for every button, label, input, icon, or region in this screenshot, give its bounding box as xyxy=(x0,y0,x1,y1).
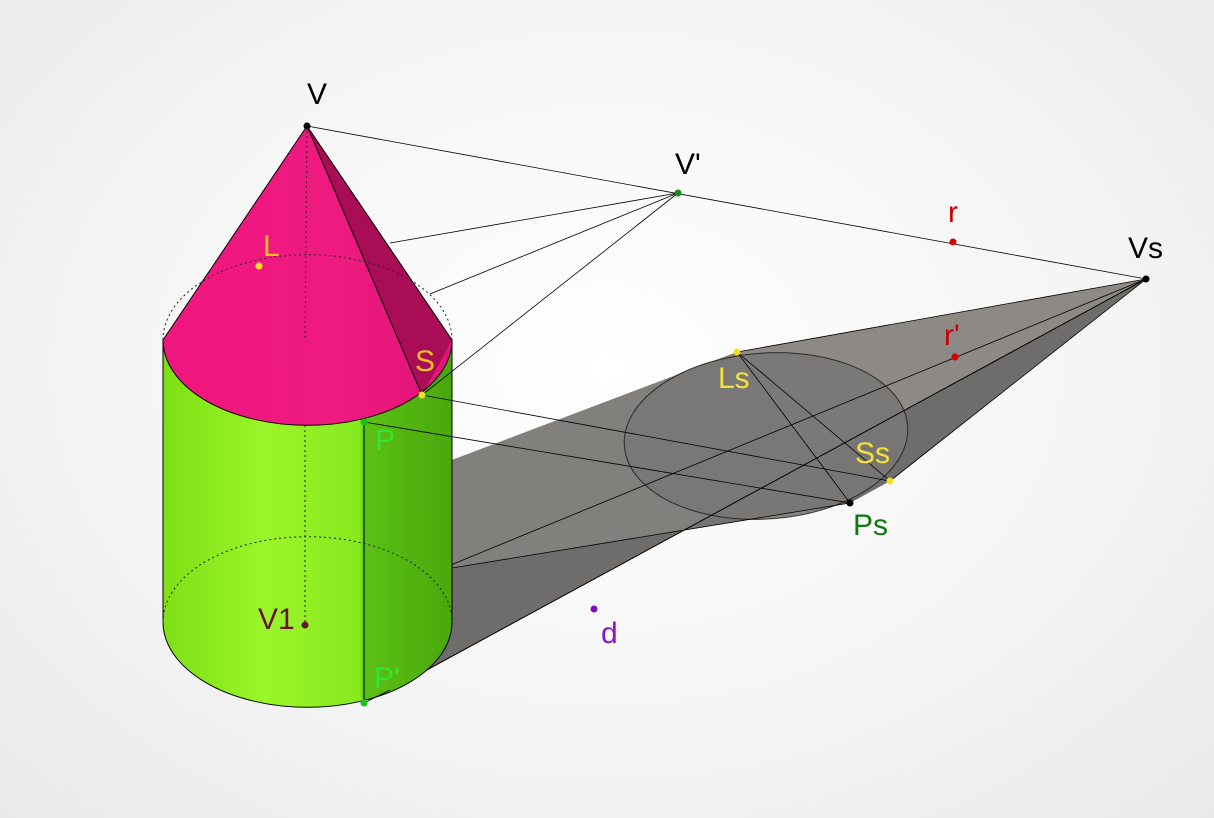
light-ray-line xyxy=(363,689,391,704)
point-S xyxy=(418,391,426,399)
cone-outline xyxy=(162,125,453,426)
construction-line xyxy=(736,351,851,504)
light-ray-line xyxy=(421,192,679,396)
label-P-prime: P' xyxy=(374,662,400,695)
label-Ls: Ls xyxy=(718,362,750,395)
shadow-edge-line xyxy=(889,278,1147,482)
cylinder-outline xyxy=(162,340,453,708)
shadow-ellipse xyxy=(623,352,909,520)
point-Ps xyxy=(846,499,854,507)
point-V1 xyxy=(301,621,309,629)
point-r-prime xyxy=(951,353,959,361)
cone-body xyxy=(163,126,452,426)
cone-axis-dotted xyxy=(304,125,308,341)
point-Ls xyxy=(733,348,741,356)
label-S: S xyxy=(415,345,435,378)
label-d: d xyxy=(601,617,618,650)
shadow-edge-line xyxy=(389,278,1147,691)
shadow-edge-line xyxy=(451,502,851,569)
label-r: r xyxy=(948,196,958,229)
shadow-edge-line xyxy=(736,278,1147,353)
light-ray-line xyxy=(429,192,679,295)
light-ray-line xyxy=(421,394,891,482)
label-L: L xyxy=(263,230,280,263)
point-L xyxy=(255,262,263,270)
label-r-prime: r' xyxy=(944,319,960,352)
label-V: V xyxy=(307,78,327,111)
point-P-prime xyxy=(360,699,368,707)
cone-terminator-line xyxy=(306,125,423,396)
cylinder-body xyxy=(163,340,452,708)
label-Ss: Ss xyxy=(855,437,890,470)
label-P: P xyxy=(375,424,395,457)
point-d xyxy=(590,605,598,613)
light-ray-line xyxy=(389,192,679,244)
point-Ss xyxy=(886,477,894,485)
point-r xyxy=(949,238,957,246)
label-V-prime: V' xyxy=(675,148,701,181)
cone-shadow-side xyxy=(307,126,452,395)
point-V-prime xyxy=(674,189,682,197)
point-V xyxy=(303,122,311,130)
label-Vs: Vs xyxy=(1128,232,1163,265)
point-Vs xyxy=(1142,275,1150,283)
construction-line xyxy=(736,351,891,482)
light-ray-line xyxy=(306,125,1147,280)
point-P xyxy=(360,418,368,426)
label-Ps: Ps xyxy=(853,509,888,542)
label-V1: V1 xyxy=(258,603,295,636)
light-ray-line xyxy=(363,421,851,504)
